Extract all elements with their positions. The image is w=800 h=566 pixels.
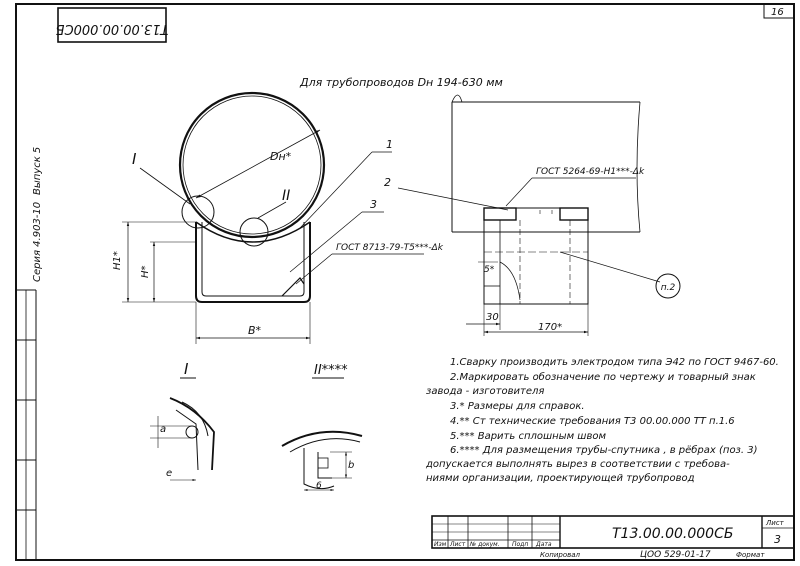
note-line: ниями организации, проектирующей трубопр… [426,472,695,484]
detail-label-6: 6 [316,481,322,491]
note-line: 5.*** Варить сплошным швом [450,431,606,442]
front-weld-note: ГОСТ 8713-79-Т5***-Δk [336,243,444,253]
callout-1: 1 [386,138,393,151]
title-block [431,515,795,549]
tb-footer-left: Копировал [540,551,581,559]
tb-col-date: Дата [535,541,552,548]
tb-sheet-value: 3 [774,533,781,546]
dim-170: 170* [538,322,562,333]
note-line: 6.**** Для размещения трубы-спутника , в… [450,444,758,456]
detail-marker-II: II [282,188,290,204]
detail-label-b: b [348,460,354,471]
callout-2: 2 [384,176,391,189]
detail-title-I: I [184,360,189,378]
detail-title-II: II**** [314,363,348,378]
label-h1: H1* [112,251,123,270]
note-line: 3.* Размеры для справок. [450,401,585,412]
label-b: B* [248,324,262,337]
side-issue: Выпуск 5 [32,147,43,195]
callout-3: 3 [370,198,377,211]
front-view [122,91,424,344]
tb-footer-code: ЦОО 529-01-17 [640,550,711,560]
detail-label-a: a [160,424,166,435]
side-weld-note: ГОСТ 5264-69-Н1***-Δk [536,167,645,177]
corner-stamp-code: Т13.00.00.000СБ [56,21,169,36]
tb-col-list: Лист [449,541,466,548]
notes-block: 1.Сварку производить электродом типа Э42… [425,357,779,484]
dim-30: 30 [486,312,499,323]
dim-5: 5* [484,265,495,275]
detail-views [150,377,363,492]
note-line: завода - изготовителя [426,386,544,397]
tb-col-sign: Подп [512,541,528,548]
corner-stamp: Т13.00.00.000СБ [56,7,169,43]
side-view [397,94,681,336]
note-line: 2.Маркировать обозначение по чертежу и т… [450,371,756,383]
label-diameter: Dн* [270,150,292,163]
tb-col-izm: Изм [434,541,447,548]
tb-footer-format: Формат [736,551,765,559]
drawing-title: Для трубопроводов Dн 194-630 мм [299,76,503,89]
callout-p2: п.2 [661,283,676,293]
tb-sheet-label: Лист [765,519,785,527]
note-line: 1.Сварку производить электродом типа Э42… [450,357,779,368]
tb-col-doc: № докум. [469,541,500,548]
note-line: 4.** Ст технические требования Т3 00.00.… [450,415,735,427]
detail-marker-I: I [132,150,137,168]
sheet-frame [15,3,795,561]
detail-label-e: e [166,468,172,479]
tb-designation: Т13.00.00.000СБ [612,526,733,542]
label-h: H* [140,265,151,278]
sheet-number: 16 [771,7,784,18]
side-series: Серия 4.903-10 [32,202,43,282]
note-line: допускается выполнять вырез в соответств… [425,458,730,470]
